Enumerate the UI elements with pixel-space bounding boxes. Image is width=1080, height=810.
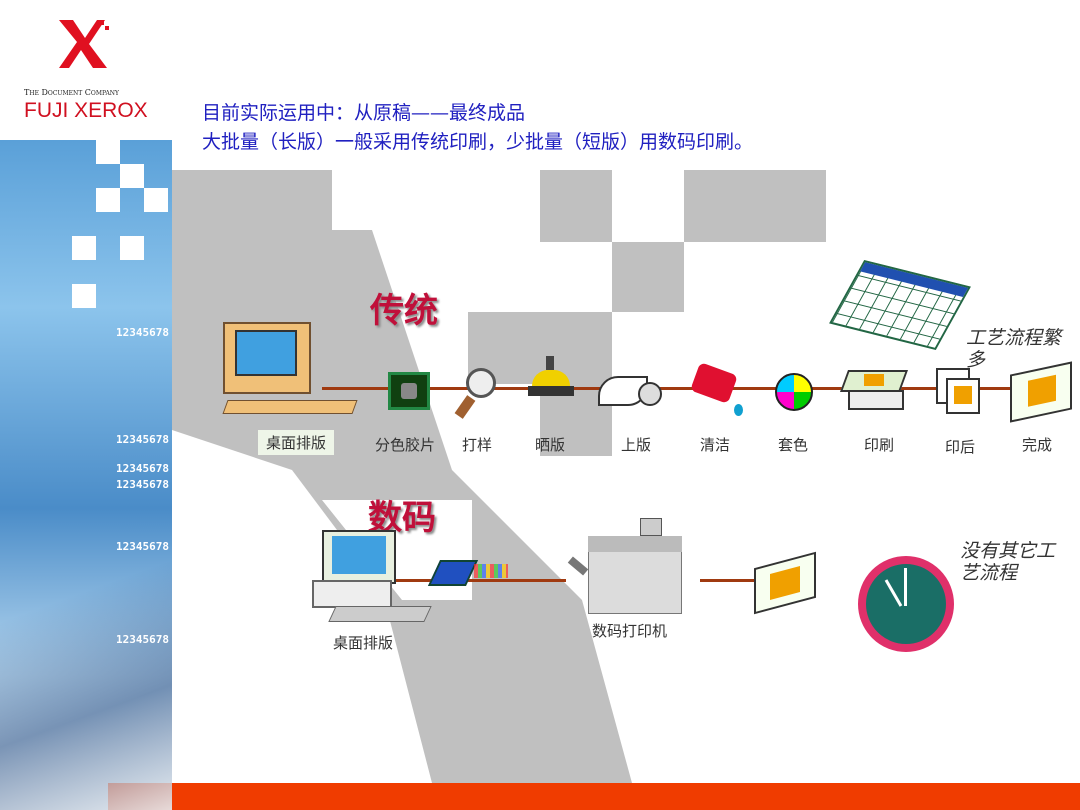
step-color-separation: 分色胶片 [375,436,436,454]
digital-step-digital-printer: 数码打印机 [592,622,668,640]
registration-mark-icon [775,373,813,411]
step-cleaning: 清洁 [700,436,731,454]
sidebar-decoration: 12345678 12345678 12345678 12345678 1234… [0,140,172,810]
plate-exposure-icon [528,356,574,400]
step-printing: 印刷 [864,436,895,454]
digital-step-desktop-publishing: 桌面排版 [333,634,394,652]
cleaning-bucket-icon [690,362,746,420]
step-proofing: 打样 [462,436,493,454]
traditional-heading: 传统 [370,291,438,331]
xerox-logo-mark [55,18,113,70]
logo-tagline: The Document Company [24,88,120,97]
step-desktop-publishing: 桌面排版 [258,430,335,455]
sidebar-number: 12345678 [116,433,169,446]
digital-flow-line-1 [390,579,566,582]
floppy-disk-icon [427,560,512,590]
calendar-icon [829,260,971,350]
header-line-2: 大批量（长版）一般采用传统印刷，少批量（短版）用数码印刷。 [202,131,754,153]
digital-note: 没有其它工艺流程 [960,540,1056,584]
digital-printer-icon [567,518,698,614]
magnifier-icon [454,368,500,419]
digital-flow-line-2 [700,579,756,582]
clock-icon [858,556,954,652]
sidebar-number: 12345678 [116,478,169,491]
desktop-computer-icon [195,322,358,417]
sidebar-number: 12345678 [116,633,169,646]
plate-roll-icon [598,370,666,410]
digital-output-icon [754,551,816,615]
color-film-icon [388,372,430,410]
printing-press-icon [839,370,909,412]
sidebar-number: 12345678 [116,326,169,339]
logo-brand: FUJI XEROX [24,99,148,122]
sidebar-number: 12345678 [116,462,169,475]
traditional-note: 工艺流程繁多 [966,327,1062,371]
post-press-icon [936,368,982,416]
step-plate-making: 晒版 [535,436,566,454]
digital-computer-icon [312,530,432,625]
footer-bar [108,783,1080,810]
sidebar-number: 12345678 [116,540,169,553]
sidebar-shade [0,560,172,810]
traditional-flow-line [322,387,1032,390]
step-finished: 完成 [1022,436,1053,454]
header-line-1: 目前实际运用中：从原稿——最终成品 [202,102,526,124]
step-post-press: 印后 [945,438,976,456]
step-plate-mounting: 上版 [621,436,652,454]
step-color-registration: 套色 [778,436,809,454]
